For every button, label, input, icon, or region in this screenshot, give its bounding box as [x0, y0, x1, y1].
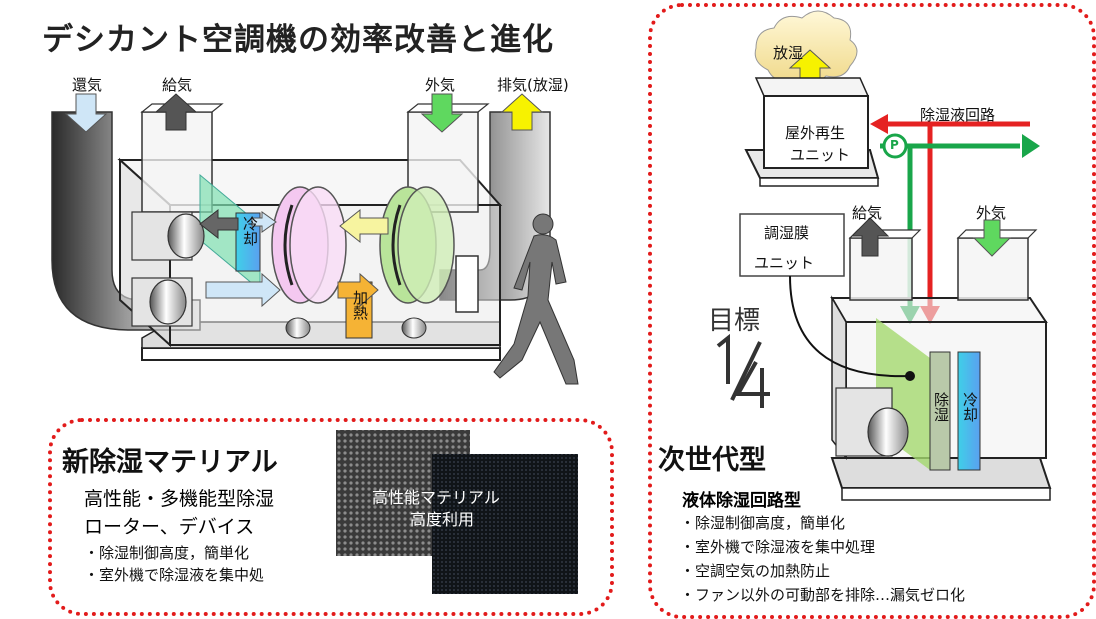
rotor-motor-1: [285, 317, 311, 339]
outdoor-unit-label-2: ユニット: [790, 146, 851, 164]
circuit-label: 除湿液回路: [920, 106, 996, 124]
release-label: 放湿: [773, 44, 804, 62]
target-label: 目標: [708, 306, 761, 336]
unit-base-plate: [141, 347, 501, 361]
rotor-motor-2: [401, 317, 427, 339]
return-air-duct: [51, 111, 201, 331]
material-bullet-1: ・除湿制御高度，簡単化: [84, 544, 250, 562]
photo-caption-2: 高度利用: [410, 510, 475, 529]
nextgen-fan: [867, 407, 909, 457]
nextgen-outside-arrow: [972, 219, 1012, 257]
pump-circle: [882, 133, 908, 159]
flow-arrow-gray: [199, 208, 239, 240]
nextgen-bullet-3: ・空調空気の加熱防止: [680, 562, 831, 580]
material-section-frame: [48, 418, 614, 616]
next-gen-diagram: [739, 10, 1052, 501]
heating-label: 加熱: [351, 290, 369, 320]
next-gen-section-frame: [648, 3, 1096, 619]
cooling-strip: [957, 351, 981, 471]
material-heading: 新除湿マテリアル: [62, 447, 278, 478]
membrane-label-1: 調湿膜: [764, 224, 810, 242]
material-subheading-2: ローター、デバイス: [84, 516, 255, 538]
outside-air-label: 外気: [425, 76, 456, 94]
nextgen-cooling-label: 冷却: [961, 392, 979, 422]
person-silhouette: [493, 213, 579, 385]
supply-air-label: 給気: [162, 76, 193, 94]
nextgen-heading: 次世代型: [658, 445, 766, 476]
supply-air-arrow: [154, 93, 198, 131]
exhaust-label: 排気(放湿): [497, 76, 569, 94]
outdoor-unit-box: [763, 95, 869, 169]
nextgen-supply-label: 給気: [852, 204, 883, 222]
material-bullet-2: ・室外機で除湿液を集中処: [84, 566, 265, 584]
membrane-unit-box: [739, 213, 845, 277]
material-subheading-1: 高性能・多機能型除湿: [84, 488, 275, 510]
page-title: デシカント空調機の効率改善と進化: [42, 22, 554, 58]
outdoor-unit-label-1: 屋外再生: [785, 124, 846, 142]
dehumid-label: 除湿: [932, 392, 950, 422]
flow-arrow-blue-1: [251, 211, 277, 233]
flow-arrow-yellow: [339, 208, 389, 244]
outside-air-arrow: [420, 93, 464, 133]
cooling-label: 冷却: [241, 216, 259, 246]
outlet-panel: [455, 255, 479, 313]
nextgen-bullet-4: ・ファン以外の可動部を排除…漏気ゼロ化: [680, 586, 966, 604]
pump-label: P: [890, 138, 899, 152]
flow-arrow-blue-2: [205, 272, 281, 308]
nextgen-bullet-2: ・室外機で除湿液を集中処理: [680, 538, 876, 556]
left-desiccant-unit: [51, 93, 551, 361]
fan-lower: [131, 277, 193, 327]
nextgen-bullet-1: ・除湿制御高度，簡単化: [680, 514, 846, 532]
membrane-connector: [789, 275, 911, 378]
return-air-label: 還気: [72, 76, 103, 94]
nextgen-supply-duct: [849, 237, 913, 301]
photo-caption-1: 高性能マテリアル: [372, 488, 500, 507]
nextgen-supply-arrow: [850, 217, 890, 257]
nextgen-subheading: 液体除湿回路型: [682, 491, 801, 511]
flow-arrow-orange: [337, 272, 379, 308]
fan-upper: [131, 211, 205, 261]
dehumid-strip: [929, 351, 951, 471]
target-fraction: [716, 333, 770, 408]
return-air-arrow: [64, 93, 108, 133]
nextgen-outside-label: 外気: [976, 204, 1007, 222]
exhaust-arrow: [500, 93, 544, 131]
membrane-label-2: ユニット: [754, 254, 815, 272]
material-photo-2: [432, 454, 578, 594]
